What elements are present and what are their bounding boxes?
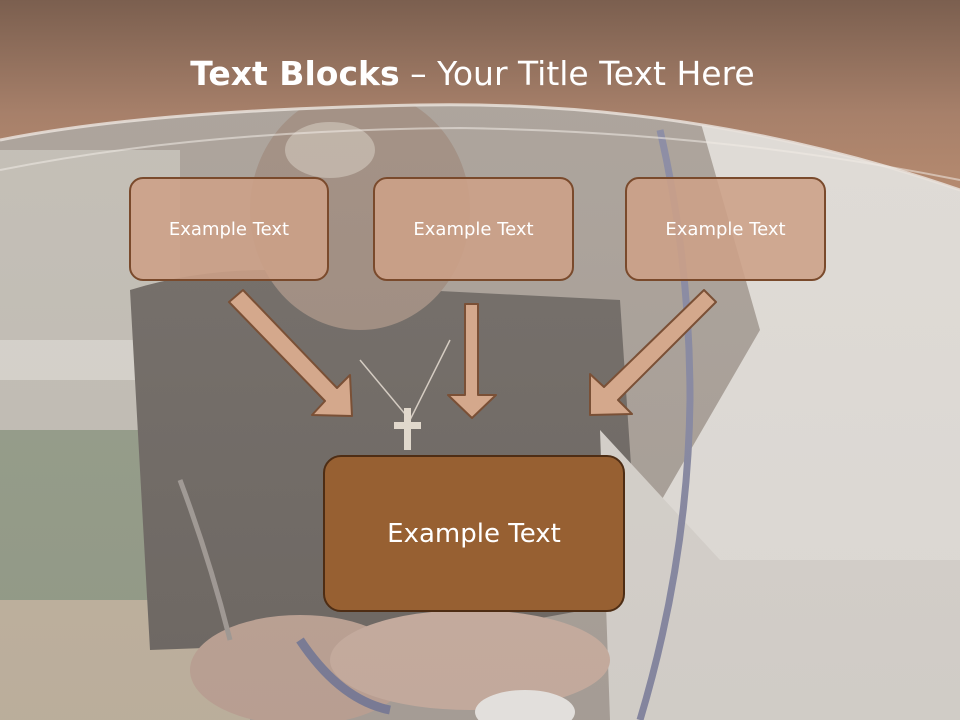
text-box-3-label: Example Text [665,218,786,240]
page-title: Text Blocks – Your Title Text Here [0,54,945,93]
arrow-right [589,289,717,416]
main-text-box[interactable]: Example Text [323,455,625,612]
arrow-left [228,289,353,417]
text-box-1-label: Example Text [168,218,290,240]
title-rest: Your Title Text Here [437,54,755,93]
text-box-2-label: Example Text [413,218,534,240]
title-bold: Text Blocks [190,54,400,93]
text-box-2[interactable]: Example Text [373,177,574,281]
arrow-middle [447,303,497,419]
text-box-3[interactable]: Example Text [625,177,826,281]
main-text-box-label: Example Text [387,518,561,549]
title-band [0,0,960,192]
text-box-1[interactable]: Example Text [129,177,329,281]
title-dash: – [399,54,438,93]
